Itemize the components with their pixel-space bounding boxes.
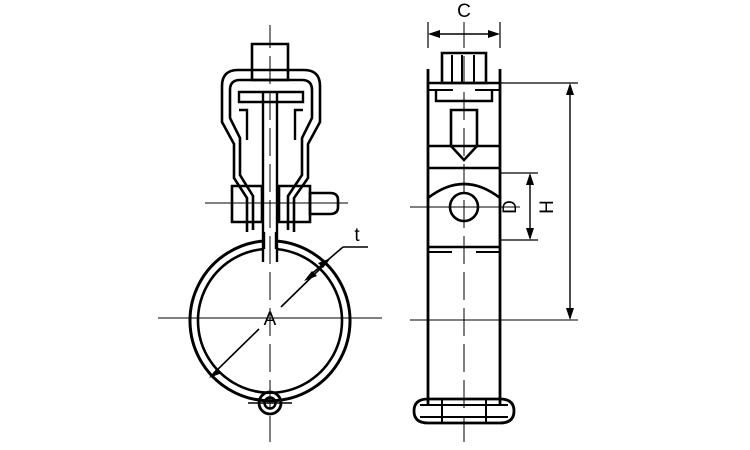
yoke-slot — [237, 90, 305, 104]
dimension-label-t: t — [354, 225, 360, 246]
side-body-divisions — [428, 144, 500, 170]
dimension-label-H: H — [537, 200, 558, 214]
side-elevation-view: C D H — [410, 1, 578, 442]
pipe-saddle-arc — [427, 182, 501, 200]
bore-hole — [448, 191, 480, 223]
yoke-inner-tabs — [239, 108, 303, 140]
band-bottom-eyelet — [248, 390, 292, 416]
bolt-end — [308, 191, 340, 216]
hex-nut-right — [277, 184, 312, 224]
yoke-bracket — [220, 68, 322, 232]
clamp-band-outer-ring — [188, 239, 352, 403]
front-elevation-view: A t — [158, 25, 382, 442]
hex-nut-left — [230, 184, 264, 224]
dimension-t: t — [304, 225, 368, 281]
nut-seat-band — [428, 81, 500, 103]
dimension-label-D: D — [500, 200, 521, 214]
dimension-label-C: C — [457, 1, 471, 22]
side-body-outline — [426, 69, 502, 405]
dimension-D: D — [500, 172, 538, 241]
side-bottom-foot — [412, 397, 516, 425]
side-lower-band — [428, 245, 500, 253]
dimension-C: C — [427, 1, 501, 48]
dimension-H: H — [500, 82, 578, 320]
wedge-marker — [449, 108, 479, 162]
band-shoulder — [262, 232, 278, 249]
dimension-label-A: A — [264, 309, 277, 330]
